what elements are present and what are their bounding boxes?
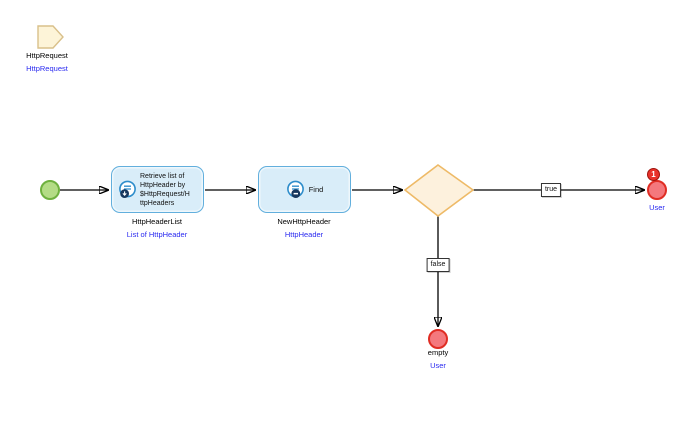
retrieve-output-type: List of HttpHeader <box>126 230 188 239</box>
end-event-true[interactable] <box>647 180 667 200</box>
retrieve-list-icon <box>119 180 136 198</box>
count-badge: 1 <box>647 168 660 181</box>
parameter-name: HttpRequest <box>26 51 68 60</box>
retrieve-output-name: HttpHeaderList <box>131 217 183 226</box>
activity-find[interactable]: Find <box>258 166 351 213</box>
decision-diamond[interactable] <box>404 164 474 217</box>
activity-caption: Retrieve list of HttpHeader by $HttpRequ… <box>140 172 190 207</box>
end-event-false[interactable] <box>428 329 448 349</box>
end-false-caption: empty <box>427 348 449 357</box>
activity-caption: Find <box>308 185 324 194</box>
parameter-type: HttpRequest <box>26 64 68 73</box>
find-output-type: HttpHeader <box>284 230 324 239</box>
end-true-return-type: User <box>649 203 665 212</box>
activity-retrieve-list[interactable]: Retrieve list of HttpHeader by $HttpRequ… <box>111 166 204 213</box>
find-list-icon <box>286 180 304 198</box>
end-false-return-type: User <box>430 361 446 370</box>
condition-label-true[interactable]: true <box>540 183 562 197</box>
condition-label-false[interactable]: false <box>426 258 450 272</box>
start-event[interactable] <box>40 180 60 200</box>
parameter-icon[interactable] <box>37 25 64 49</box>
find-output-name: NewHttpHeader <box>277 217 331 226</box>
